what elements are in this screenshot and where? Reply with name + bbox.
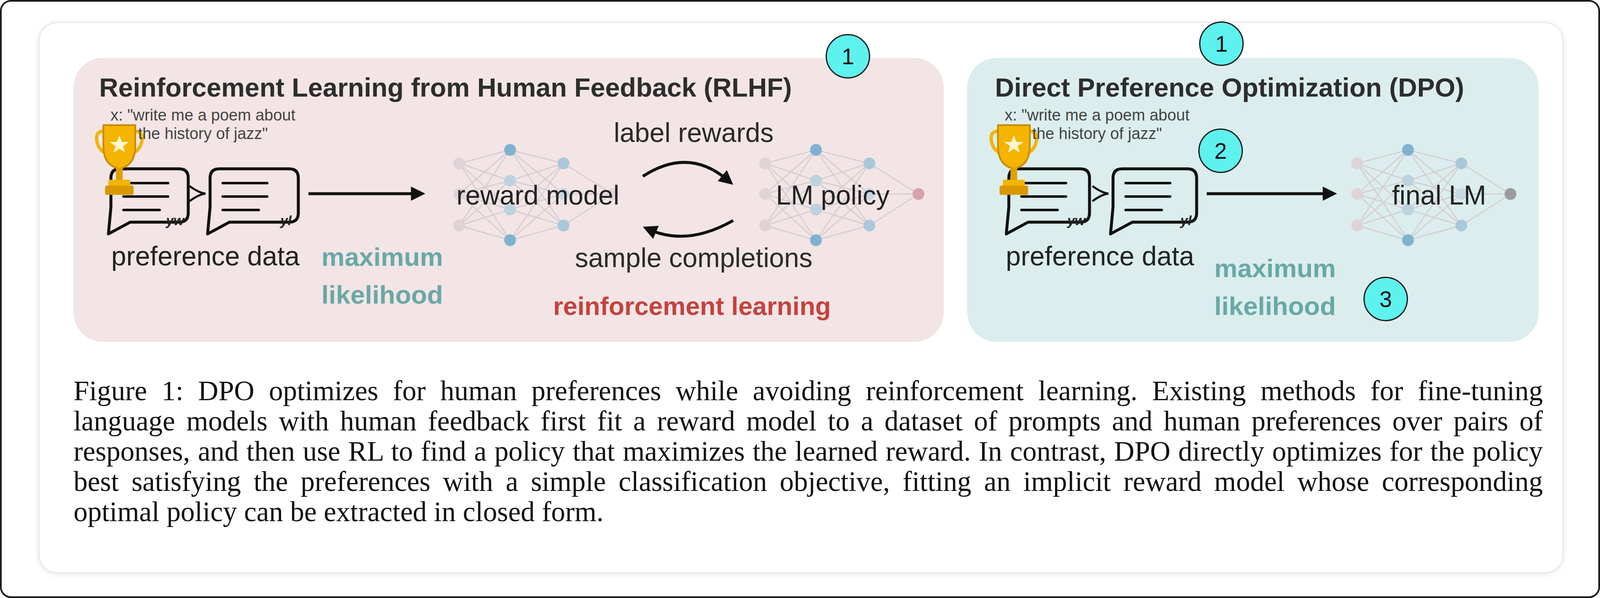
response-symbol: yw	[165, 213, 185, 229]
text-line	[1021, 181, 1066, 185]
text-line	[1021, 208, 1058, 212]
callout-number: 1	[825, 34, 871, 79]
bubble-shape	[207, 168, 299, 235]
text-line	[1125, 195, 1171, 198]
text-line	[222, 208, 259, 212]
data-label: preference data	[965, 240, 1235, 273]
speech-bubble: yl	[204, 166, 301, 237]
response-symbol: yw	[1067, 213, 1086, 229]
panel-title: Reinforcement Learning from Human Feedba…	[99, 71, 793, 104]
figure-caption: Figure 1: DPO optimizes for human prefer…	[73, 375, 1543, 527]
text-line	[1125, 181, 1171, 185]
stage-label: reinforcement learning	[532, 290, 852, 323]
callout-number: 1	[1199, 21, 1244, 66]
text-line	[123, 181, 169, 185]
arrow-connector	[642, 162, 727, 180]
arrow-connector	[650, 220, 734, 237]
arrow-connector	[308, 192, 417, 196]
model-label: LM policy	[776, 179, 890, 212]
prompt-text: x: "write me a poem about the history of…	[104, 105, 302, 143]
edge-label: label rewards	[534, 115, 854, 150]
network-node: LM policy	[733, 138, 933, 253]
text-line	[123, 208, 160, 212]
bubble-shape	[108, 168, 189, 235]
network-node: final LM	[1344, 138, 1534, 253]
speech-bubble: yw	[105, 166, 191, 237]
model-label: reward model	[456, 179, 620, 212]
text-line	[1021, 195, 1066, 198]
edge-label: sample completions	[534, 241, 854, 275]
network-node: reward model	[432, 138, 643, 253]
response-symbol: yl	[280, 213, 292, 229]
model-label: final LM	[1392, 179, 1487, 212]
panel-title: Direct Preference Optimization (DPO)	[994, 71, 1465, 104]
callout-number: 3	[1363, 276, 1408, 322]
bubble-shape	[1006, 168, 1090, 235]
data-label: preference data	[71, 240, 340, 273]
callout-number: 2	[1198, 128, 1243, 174]
bubble-shape	[1110, 168, 1197, 235]
text-line	[1125, 208, 1162, 212]
prompt-text: x: "write me a poem about the history of…	[998, 105, 1196, 143]
text-line	[222, 195, 268, 198]
speech-bubble: yl	[1107, 166, 1200, 237]
text-line	[123, 195, 169, 198]
text-line	[222, 181, 268, 185]
edge-label: maximum likelihood	[321, 238, 461, 314]
speech-bubble: yw	[1002, 166, 1093, 237]
edge-label: maximum likelihood	[1214, 249, 1353, 326]
arrow-connector	[1206, 192, 1329, 196]
response-symbol: yl	[1180, 213, 1192, 229]
